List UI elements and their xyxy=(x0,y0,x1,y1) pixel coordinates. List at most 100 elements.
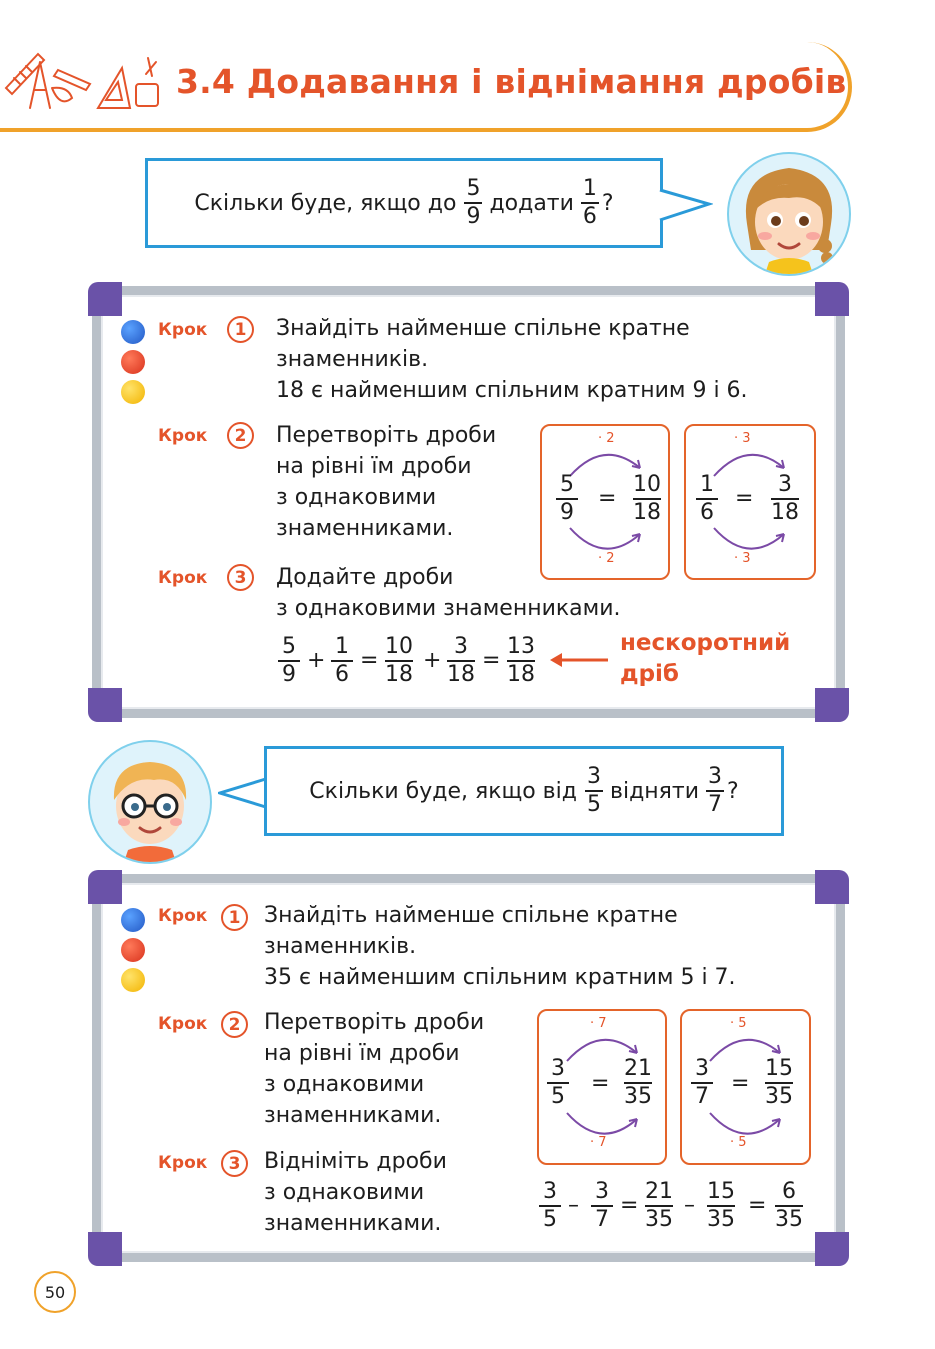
step-label: Крок xyxy=(158,426,208,446)
numerator: 1 xyxy=(582,176,597,201)
denominator: 18 xyxy=(447,660,475,687)
numerator: 10 xyxy=(633,472,661,497)
frame-corner xyxy=(815,688,849,722)
conversion-box xyxy=(537,1009,667,1165)
step-3-text: Відніміть дроби з однаковими знаменникам… xyxy=(264,1146,447,1239)
denominator: 35 xyxy=(775,1205,803,1232)
step-3-text: Додайте дроби з однаковими знаменниками. xyxy=(276,562,621,624)
blue-marker-icon xyxy=(121,908,145,932)
minus-sign: – xyxy=(568,1193,579,1218)
yellow-marker-icon xyxy=(121,968,145,992)
denominator: 9 xyxy=(464,202,483,229)
step-3-line-2: з однаковими знаменниками. xyxy=(276,596,621,621)
numerator: 5 xyxy=(466,176,481,201)
step-number: 3 xyxy=(227,564,254,591)
denominator: 7 xyxy=(691,1082,713,1108)
step-label: Крок xyxy=(158,906,208,926)
note-line-1: нескоротний xyxy=(620,630,791,656)
question-1-middle: додати xyxy=(489,190,574,216)
denominator: 5 xyxy=(584,790,603,817)
step-2-line-3: з однаковими xyxy=(264,1072,425,1097)
denominator: 9 xyxy=(278,660,300,686)
step-3-line-3: знаменниками. xyxy=(264,1211,442,1236)
equals-sign: = xyxy=(598,486,617,511)
numerator: 13 xyxy=(507,634,535,659)
irreducible-fraction-note: нескоротний дріб xyxy=(620,628,790,690)
step-number: 2 xyxy=(221,1011,248,1038)
frame-corner xyxy=(88,688,122,722)
numerator: 21 xyxy=(624,1056,652,1081)
frame-corner xyxy=(88,870,122,904)
question-2-middle: відняти xyxy=(609,778,700,804)
numerator: 1 xyxy=(700,472,714,497)
arrow-left-icon xyxy=(550,653,608,667)
fraction: 15 35 xyxy=(707,1181,735,1231)
bubble-tail-1 xyxy=(659,188,713,222)
fraction: 3 5 xyxy=(539,1181,561,1231)
multiplier-label: · 7 xyxy=(590,1016,607,1031)
step-3-line-2: з однаковими xyxy=(264,1180,425,1205)
question-1-prefix: Скільки буде, якщо до xyxy=(194,190,457,216)
numerator: 3 xyxy=(551,1056,565,1081)
fraction: 3 5 xyxy=(547,1058,569,1108)
question-2-fraction-2: 3 7 xyxy=(706,766,725,817)
step-2-line-4: знаменниками. xyxy=(276,516,454,541)
fraction: 3 7 xyxy=(691,1058,713,1108)
step-1-line-2: знаменників. xyxy=(264,934,417,959)
step-1-line-3: 18 є найменшим спільним кратним 9 і 6. xyxy=(276,378,748,403)
multiplier-label: · 5 xyxy=(730,1016,747,1031)
numerator: 3 xyxy=(454,634,468,659)
fraction: 10 18 xyxy=(633,474,661,524)
fraction: 1 6 xyxy=(331,636,353,686)
step-1-line-3: 35 є найменшим спільним кратним 5 і 7. xyxy=(264,965,736,990)
denominator: 7 xyxy=(706,790,725,817)
denominator: 18 xyxy=(771,498,799,525)
question-bubble-1: Скільки буде, якщо до 5 9 додати 1 6 ? xyxy=(145,158,663,248)
step-2-line-4: знаменниками. xyxy=(264,1103,442,1128)
step-label: Крок xyxy=(158,1014,208,1034)
girl-avatar xyxy=(727,152,851,276)
equals-sign: = xyxy=(360,648,379,673)
fraction: 5 9 xyxy=(556,474,578,524)
numerator: 1 xyxy=(335,634,349,659)
blue-marker-icon xyxy=(121,320,145,344)
equals-sign: = xyxy=(620,1193,639,1218)
frame-corner xyxy=(815,282,849,316)
multiply-arrows xyxy=(569,453,641,550)
multiplier-label: · 3 xyxy=(734,551,751,566)
step-label: Крок xyxy=(158,568,208,588)
question-2-fraction-1: 3 5 xyxy=(584,766,603,817)
step-1-line-2: знаменників. xyxy=(276,347,429,372)
fraction: 21 35 xyxy=(624,1058,652,1108)
denominator: 18 xyxy=(507,660,535,687)
red-marker-icon xyxy=(121,350,145,374)
numerator: 3 xyxy=(543,1179,557,1204)
denominator: 18 xyxy=(385,660,413,687)
conversion-box xyxy=(540,424,670,580)
bubble-tail-2 xyxy=(218,776,270,810)
numerator: 6 xyxy=(782,1179,796,1204)
step-number: 3 xyxy=(221,1150,248,1177)
page-number: 50 xyxy=(34,1271,76,1313)
multiplier-label: · 2 xyxy=(598,431,615,446)
denominator: 6 xyxy=(331,660,353,686)
step-1-line-1: Знайдіть найменше спільне кратне xyxy=(264,903,678,928)
numerator: 3 xyxy=(595,1179,609,1204)
fraction: 5 9 xyxy=(278,636,300,686)
step-2-line-2: на рівні їм дроби xyxy=(264,1041,460,1066)
boy-avatar xyxy=(88,740,212,864)
numerator: 10 xyxy=(385,634,413,659)
minus-sign: – xyxy=(684,1193,695,1218)
step-1-text: Знайдіть найменше спільне кратне знаменн… xyxy=(264,900,736,993)
multiplier-label: · 5 xyxy=(730,1135,747,1150)
step-number: 1 xyxy=(227,316,254,343)
denominator: 5 xyxy=(547,1082,569,1108)
denominator: 5 xyxy=(539,1205,561,1231)
plus-sign: + xyxy=(307,648,326,673)
conversion-box xyxy=(680,1009,811,1165)
denominator: 7 xyxy=(591,1205,613,1231)
fraction: 1 6 xyxy=(696,474,718,524)
numerator: 15 xyxy=(765,1056,793,1081)
equals-sign: = xyxy=(591,1071,610,1096)
denominator: 35 xyxy=(707,1205,735,1232)
